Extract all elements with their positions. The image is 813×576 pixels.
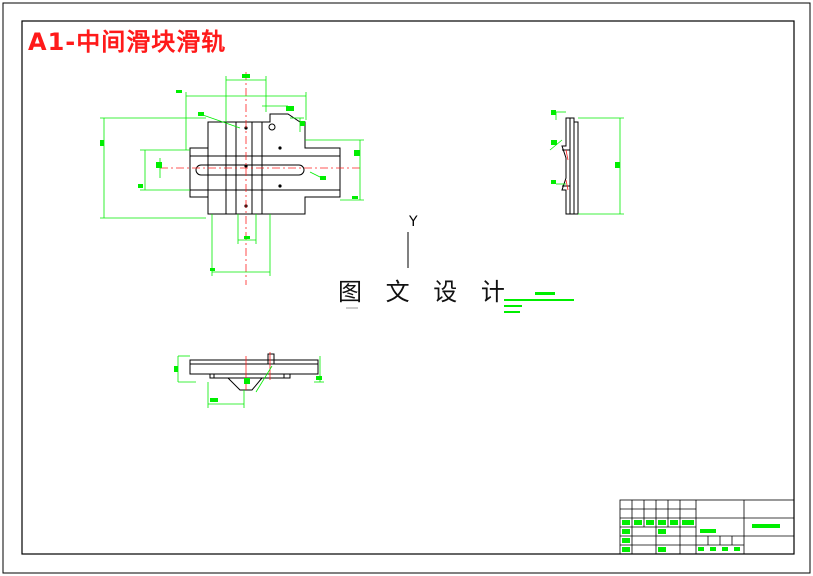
side-view-centerline	[565, 149, 569, 191]
title-block-marks	[622, 520, 780, 552]
side-view-dimensions	[549, 111, 624, 215]
front-view-dimensions	[177, 355, 324, 408]
top-view-dim-marks	[100, 74, 360, 271]
axis-y-label: Y	[409, 214, 418, 230]
top-view	[189, 113, 341, 215]
technical-notes	[504, 292, 574, 313]
front-view-dim-marks	[174, 366, 322, 402]
front-view	[189, 353, 319, 391]
inner-border	[21, 20, 795, 555]
drawing-title: A1-中间滑块滑轨	[28, 28, 227, 56]
title-block	[619, 499, 795, 555]
top-view-centerlines	[160, 72, 360, 285]
watermark-text: 图 文 设 计	[338, 278, 513, 306]
front-view-centerlines	[245, 352, 271, 390]
side-view	[561, 117, 579, 215]
side-view-dim-marks	[551, 110, 620, 184]
